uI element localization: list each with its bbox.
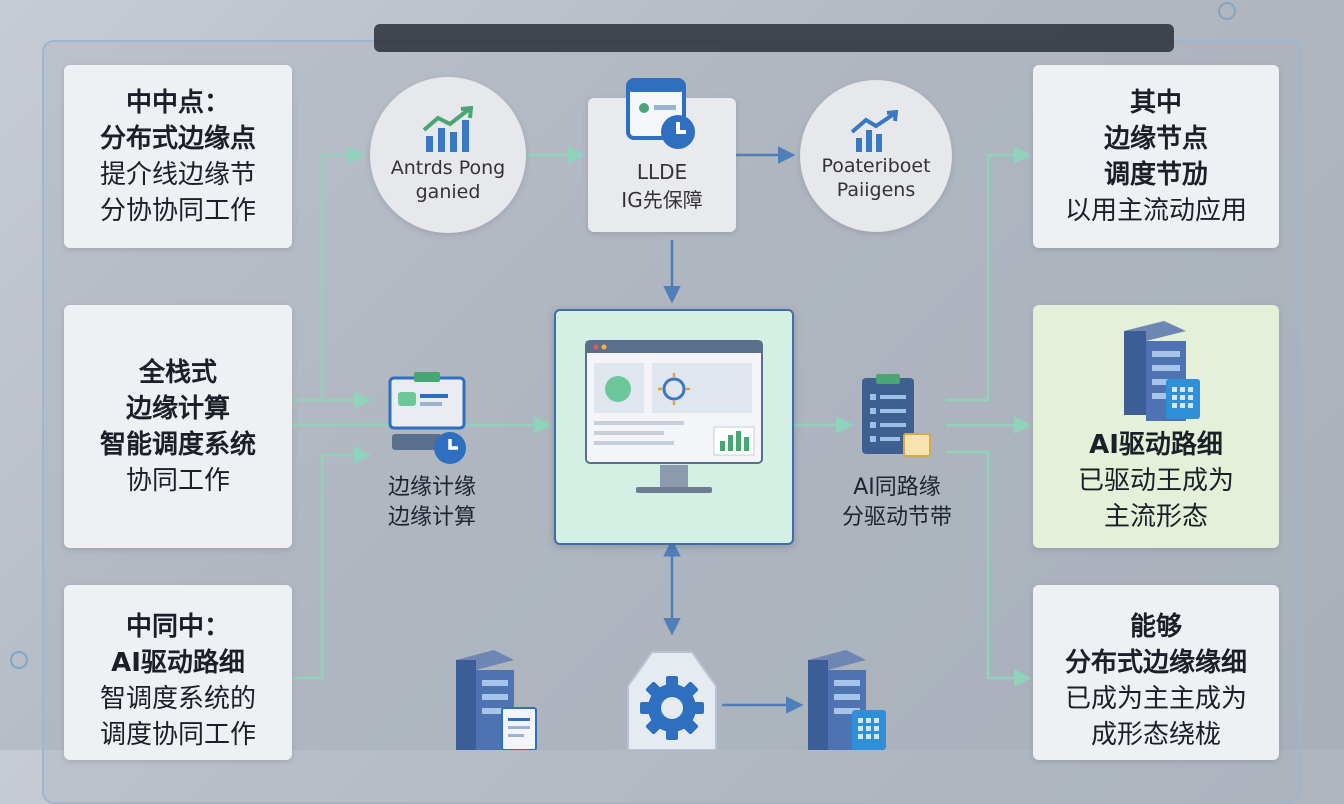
right-box-2-line-1: AI驱动路细: [1089, 430, 1223, 460]
middle-left-caption-line-2: 边缘计算: [387, 505, 476, 530]
decor-dot-left: [10, 651, 28, 669]
right-box-2: AI驱动路细 已驱动王成为 主流形态: [1033, 305, 1279, 548]
left-box-1-line-3: 提介线边缘节: [99, 159, 256, 190]
right-box-1-line-3: 调度节劢: [1103, 159, 1208, 190]
arrow-left-to-circle: [292, 146, 366, 402]
left-box-2-line-4: 协同工作: [125, 465, 230, 496]
top-node-2: LLDE IG先保障: [588, 78, 736, 232]
server-document-icon: [456, 650, 537, 750]
decor-dot-top-right: [1218, 2, 1236, 20]
checklist-icon: [862, 374, 931, 457]
left-box-2-line-3: 智能调度系统: [99, 429, 256, 460]
right-box-3-line-3: 已成为主主成为: [1064, 684, 1247, 714]
gear-icon: [627, 651, 717, 751]
right-box-1: 其中 边缘节点 调度节劢 以用主流动应用: [1033, 65, 1279, 248]
server-grid-icon-bottom: [808, 650, 886, 750]
left-box-3-line-4: 调度协同工作: [99, 720, 256, 750]
arrow-bottom-left-up: [292, 446, 372, 680]
analytics-icon: [850, 110, 899, 152]
right-box-1-line-2: 边缘节点: [1103, 123, 1208, 154]
left-box-1-line-1: 中中点：: [125, 87, 230, 118]
right-box-2-line-2: 已驱动王成为: [1077, 466, 1234, 496]
top-node-3: Poateriboet Paiigens: [800, 80, 952, 232]
clipboard-monitor-icon: [388, 372, 466, 464]
left-box-2-line-1: 全栈式: [138, 357, 217, 388]
title-banner: [374, 24, 1174, 52]
middle-right-caption-line-2: 分驱动节带: [841, 505, 952, 530]
middle-right-caption-line-1: AI同路缘: [853, 475, 941, 500]
left-box-2: 全栈式 边缘计算 智能调度系统 协同工作: [64, 305, 292, 548]
middle-right-caption: AI同路缘 分驱动节带: [822, 473, 972, 533]
left-box-3-line-3: 智调度系统的: [99, 684, 256, 714]
right-box-3: 能够 分布式边缘缘细 已成为主主成为 成形态绕栊: [1033, 585, 1279, 760]
left-box-1: 中中点： 分布式边缘点 提介线边缘节 分协协同工作: [64, 65, 292, 248]
arrow-to-right-bottom: [946, 450, 1032, 687]
left-box-2-line-2: 边缘计算: [125, 393, 230, 424]
left-box-3: 中同中： AI驱动路细 智调度系统的 调度协同工作: [64, 585, 292, 760]
top-node-3-line-2: Paiigens: [836, 179, 916, 201]
top-node-1-line-2: ganied: [415, 181, 481, 203]
server-grid-icon: [1124, 321, 1200, 421]
right-box-3-line-4: 成形态绕栊: [1090, 720, 1221, 750]
central-platform-node: [554, 309, 794, 545]
top-node-3-line-1: Poateriboet: [821, 155, 931, 177]
left-box-1-line-4: 分协协同工作: [99, 195, 256, 226]
right-box-1-line-4: 以用主流动应用: [1064, 195, 1247, 226]
browser-clock-icon: [626, 78, 695, 149]
right-box-2-line-3: 主流形态: [1103, 502, 1208, 532]
middle-left-caption: 边缘计缘 边缘计算: [362, 473, 502, 533]
left-box-3-line-2: AI驱动路细: [111, 648, 245, 678]
top-node-1-line-1: Antrds Pong: [390, 157, 506, 179]
settings-node: [622, 646, 722, 751]
right-box-3-line-1: 能够: [1129, 612, 1182, 642]
right-box-1-line-1: 其中: [1129, 87, 1182, 118]
growth-chart-icon: [422, 106, 474, 152]
top-node-2-line-1: LLDE: [636, 160, 688, 184]
left-box-1-line-2: 分布式边缘点: [99, 123, 256, 154]
middle-left-caption-line-1: 边缘计缘: [387, 475, 476, 500]
right-box-3-line-2: 分布式边缘缘细: [1064, 648, 1247, 678]
monitor-dashboard-icon: [585, 340, 763, 493]
top-node-1: Antrds Pong ganied: [370, 77, 526, 233]
arrow-to-right-top: [946, 146, 1032, 402]
top-node-2-line-2: IG先保障: [621, 188, 703, 212]
left-box-3-line-1: 中同中：: [125, 612, 230, 642]
